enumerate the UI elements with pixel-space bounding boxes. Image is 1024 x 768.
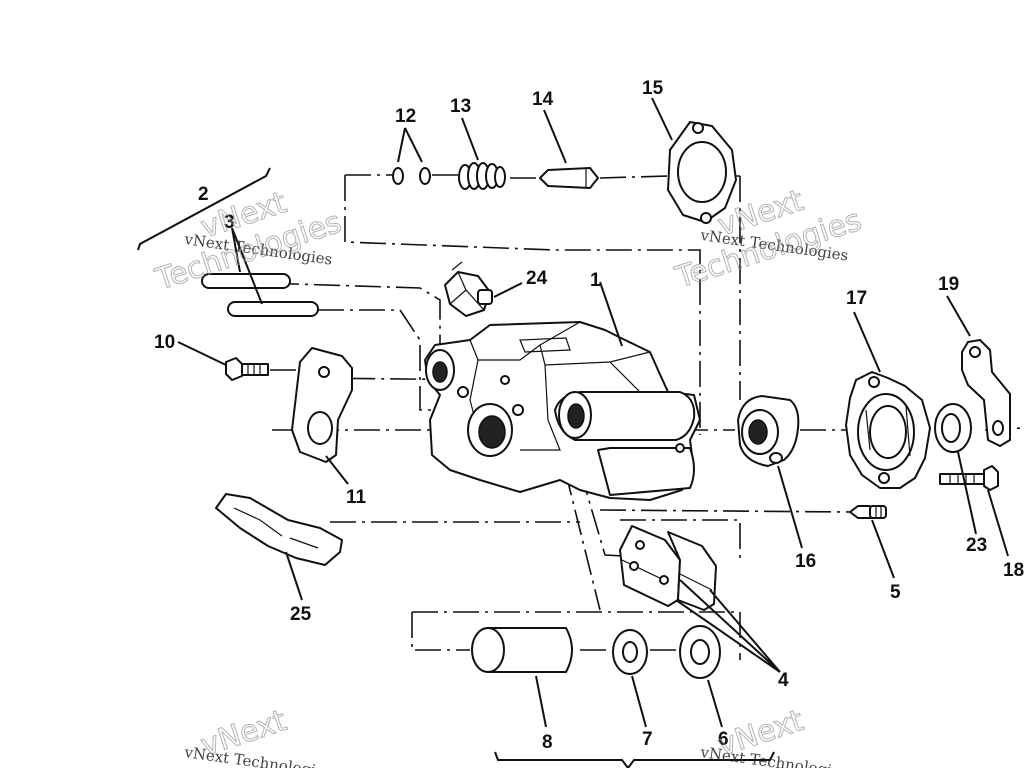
leader-lines <box>177 97 1009 728</box>
part-8-piston <box>471 627 573 673</box>
label-17: 17 <box>846 288 867 309</box>
label-11: 11 <box>346 487 367 508</box>
label-10: 10 <box>154 332 175 353</box>
label-1: 1 <box>590 270 601 291</box>
part-3-rods <box>201 273 319 317</box>
part-4-brake-pads <box>619 525 717 611</box>
label-14: 14 <box>532 89 554 110</box>
part-10-bolt <box>225 357 269 381</box>
part-11-bracket-plate <box>291 347 353 463</box>
part-12-o-rings <box>392 167 431 185</box>
label-18: 18 <box>1003 560 1024 581</box>
label-13: 13 <box>450 96 471 117</box>
part-15-gasket <box>667 121 737 224</box>
part-7-small-ring <box>612 629 648 675</box>
part-19-mounting-bracket <box>961 339 1011 447</box>
bracket-bottom <box>494 751 775 768</box>
label-4: 4 <box>778 670 789 691</box>
part-5-bleeder-screw <box>849 505 887 519</box>
label-2: 2 <box>198 184 209 205</box>
label-7: 7 <box>642 729 653 750</box>
part-13-spring <box>458 162 506 190</box>
bracket-2 <box>137 167 271 251</box>
label-24: 24 <box>526 268 548 289</box>
part-24-bleeder-nut <box>444 261 493 317</box>
label-5: 5 <box>890 582 901 603</box>
label-8: 8 <box>542 732 553 753</box>
part-17-housing <box>845 371 931 489</box>
label-23: 23 <box>966 535 987 556</box>
part-18-long-bolt <box>939 465 999 491</box>
part-labels: 12 13 14 15 2 3 24 1 10 11 25 16 17 19 2… <box>154 78 1024 753</box>
label-3: 3 <box>224 212 235 233</box>
part-6-large-ring <box>679 625 721 679</box>
label-12: 12 <box>395 106 416 127</box>
label-6: 6 <box>718 729 729 750</box>
label-19: 19 <box>938 274 959 295</box>
part-23-seal-ring <box>934 403 972 453</box>
watermark-bottom-right: vNext vNext Technologies <box>698 703 849 768</box>
part-1-caliper-body <box>424 321 701 501</box>
label-25: 25 <box>290 604 312 625</box>
part-16-piston-boot <box>737 395 800 467</box>
label-16: 16 <box>795 551 816 572</box>
part-25-clip <box>215 493 343 566</box>
watermark-bottom-left: vNext vNext Technologies <box>182 703 333 768</box>
part-14-pin <box>539 167 599 189</box>
label-15: 15 <box>642 78 664 99</box>
